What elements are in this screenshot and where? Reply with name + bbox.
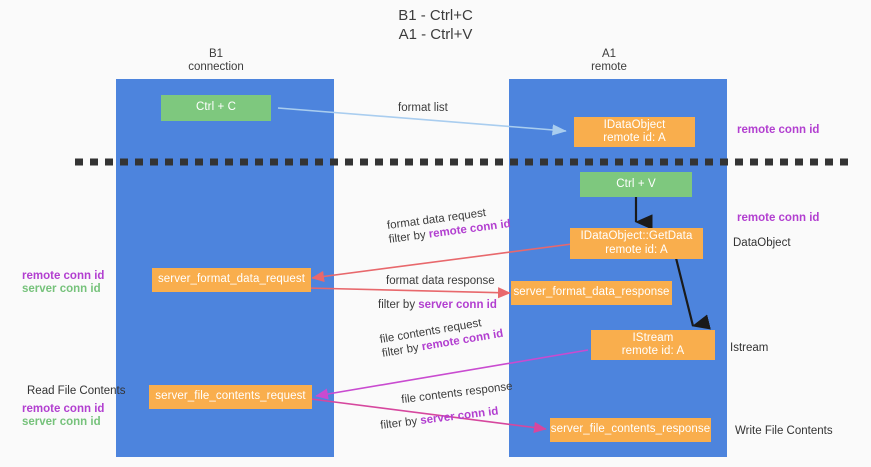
node-getdata-line-1: IDataObject::GetData <box>580 230 693 242</box>
node-server-file-contents-response-label: server_file_contents_response <box>550 423 711 436</box>
node-istream-line-2: remote id: A <box>621 345 685 357</box>
arrow-file-contents-response <box>310 398 547 434</box>
column-header-a1-sub: remote <box>591 61 627 73</box>
column-header-a1-name: A1 <box>601 48 617 60</box>
node-istream[interactable]: IStream remote id: A <box>591 330 715 360</box>
arrow-format-data-response <box>306 287 511 299</box>
node-server-file-contents-response[interactable]: server_file_contents_response <box>550 418 711 442</box>
node-idataobject-getdata[interactable]: IDataObject::GetData remote id: A <box>570 228 703 259</box>
left-annotation-server-conn-id-1: server conn id <box>22 283 101 295</box>
node-idataobject-line-2: remote id: A <box>603 132 666 144</box>
right-annotation-remote-conn-id-2: remote conn id <box>737 212 820 224</box>
edge-label-format-list-text: format list <box>398 102 448 114</box>
node-server-format-data-response-label: server_format_data_response <box>513 286 670 299</box>
right-annotation-remote-conn-id-1: remote conn id <box>737 124 820 136</box>
arrow-getdata-to-istream <box>674 257 711 330</box>
node-idataobject-line-1: IDataObject <box>603 118 666 131</box>
node-getdata-line-2: remote id: A <box>605 243 668 256</box>
edge-label-format-data-response-line-1: format data response <box>386 275 495 287</box>
node-server-format-data-response[interactable]: server_format_data_response <box>511 281 672 305</box>
left-annotation-remote-conn-id-2: remote conn id <box>22 403 105 415</box>
node-ctrl-v[interactable]: Ctrl + V <box>580 172 692 197</box>
column-header-b1-sub: connection <box>188 61 244 73</box>
node-ctrl-c[interactable]: Ctrl + C <box>161 95 271 121</box>
column-header-b1-name: B1 <box>208 48 224 60</box>
edge-label-format-list: format list <box>398 101 448 115</box>
left-annotation-server-conn-id-2: server conn id <box>22 416 101 428</box>
node-istream-line-1: IStream <box>632 331 674 344</box>
node-server-format-data-request-label: server_format_data_request <box>157 273 306 286</box>
edge-label-fdres-highlight: server conn id <box>418 299 497 311</box>
diagram-title: B1 - Ctrl+C A1 - Ctrl+V <box>0 6 871 44</box>
node-server-file-contents-request[interactable]: server_file_contents_request <box>149 385 312 409</box>
node-server-format-data-request[interactable]: server_format_data_request <box>152 268 311 292</box>
title-line-2: A1 - Ctrl+V <box>398 26 473 43</box>
arrow-file-contents-request <box>315 349 589 400</box>
edge-label-format-data-response: format data response filter by server co… <box>378 274 497 312</box>
title-line-1: B1 - Ctrl+C <box>398 7 473 24</box>
left-annotation-read-file-contents: Read File Contents <box>27 385 126 397</box>
arrow-format-list <box>277 107 567 136</box>
left-annotation-remote-conn-id-1: remote conn id <box>22 270 105 282</box>
node-ctrl-c-label: Ctrl + C <box>195 101 237 114</box>
arrow-format-data-request <box>311 243 573 282</box>
edge-label-fdres-prefix: filter by <box>378 299 419 311</box>
right-annotation-istream: Istream <box>730 342 769 354</box>
right-annotation-write-file-contents: Write File Contents <box>735 425 833 437</box>
column-header-a1: A1 remote <box>509 48 709 74</box>
node-idataobject[interactable]: IDataObject remote id: A <box>574 117 695 147</box>
node-server-file-contents-request-label: server_file_contents_request <box>155 390 306 403</box>
right-annotation-dataobject: DataObject <box>733 237 791 249</box>
column-header-b1: B1 connection <box>116 48 316 74</box>
edge-label-format-data-response-line-2: filter by server conn id <box>378 298 497 312</box>
node-ctrl-v-label: Ctrl + V <box>616 177 656 190</box>
